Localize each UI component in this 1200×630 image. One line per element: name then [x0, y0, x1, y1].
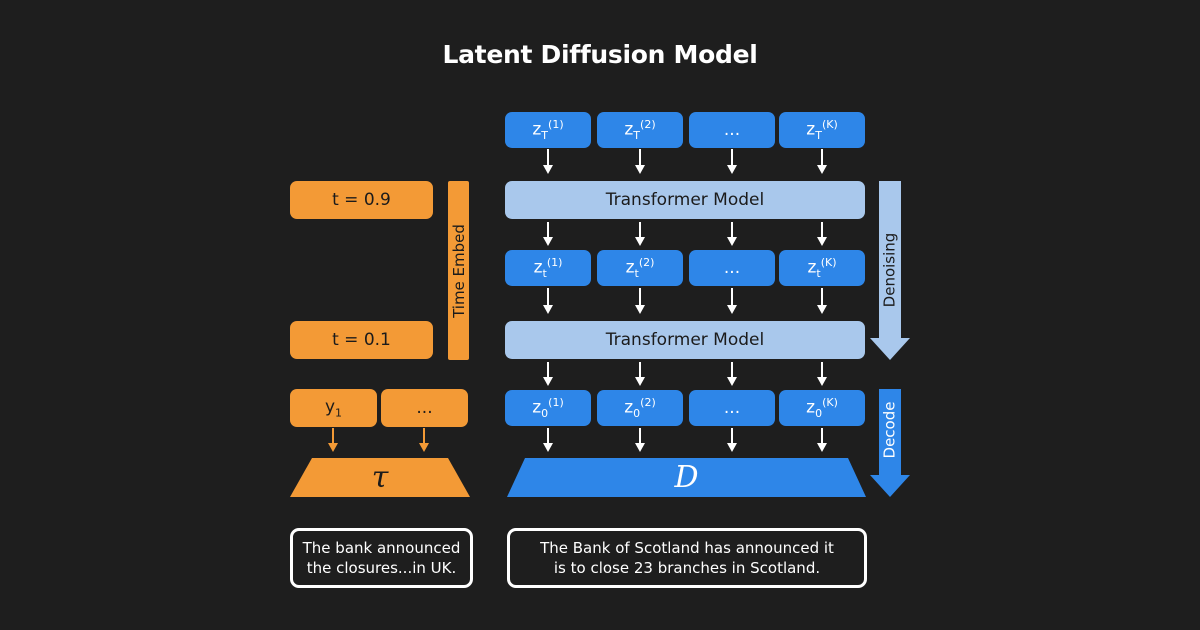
- encoder-trapezoid: [290, 458, 470, 497]
- latent-token-base: ...: [723, 120, 741, 140]
- latent-token-sub: t: [816, 267, 821, 281]
- latent-token-bottom-1: z0(1): [505, 390, 591, 426]
- latent-token-base: z: [806, 119, 816, 140]
- time-step-low: t = 0.1: [290, 321, 433, 359]
- flow-arrow-2-3: [727, 222, 737, 246]
- latent-token-sup: (2): [638, 255, 655, 269]
- time-step-low-label: t = 0.1: [332, 330, 391, 350]
- latent-token-sup: (K): [822, 395, 838, 409]
- flow-arrow-5-3: [727, 428, 737, 452]
- latent-token-sub: 0: [541, 407, 549, 421]
- latent-token-sup: (K): [820, 255, 837, 269]
- latent-token-base: ...: [723, 398, 741, 418]
- time-embed-bar: Time Embed: [448, 181, 469, 360]
- flow-arrow-3-3: [727, 288, 737, 314]
- denoising-label: Denoising: [880, 232, 898, 308]
- output-text: The Bank of Scotland has announced it is…: [540, 539, 834, 577]
- flow-arrow-5-4: [817, 428, 827, 452]
- latent-token-base: z: [624, 119, 634, 140]
- latent-token-sup: (1): [546, 255, 563, 269]
- flow-arrow-3-4: [817, 288, 827, 314]
- flow-arrow-5-1: [543, 428, 553, 452]
- transformer-model-lower: Transformer Model: [505, 321, 865, 359]
- decode-label: Decode: [880, 401, 899, 459]
- latent-token-base: z: [533, 257, 543, 278]
- text-token-first-sub: 1: [335, 406, 343, 420]
- latent-token-sup: (1): [548, 395, 564, 409]
- latent-token-base: z: [624, 397, 634, 418]
- latent-token-base: z: [532, 119, 542, 140]
- flow-arrow-2-2: [635, 222, 645, 246]
- latent-token-sup: (2): [640, 395, 656, 409]
- latent-token-sub: T: [815, 129, 822, 143]
- latent-token-top-4: zT(K): [779, 112, 865, 148]
- diagram-title: Latent Diffusion Model: [442, 40, 758, 69]
- flow-arrow-3-1: [543, 288, 553, 314]
- flow-arrow-1-1: [543, 149, 553, 174]
- encoder-symbol: τ: [371, 460, 389, 495]
- time-step-high: t = 0.9: [290, 181, 433, 219]
- token-arrow-2: [419, 428, 429, 452]
- latent-token-base: ...: [723, 258, 741, 278]
- text-token-rest: ...: [381, 389, 468, 427]
- token-arrow-1: [328, 428, 338, 452]
- latent-token-base: z: [807, 257, 817, 278]
- decoder-symbol: D: [674, 460, 699, 495]
- flow-arrow-4-4: [817, 362, 827, 386]
- decode-label-wrap: Decode: [878, 400, 900, 460]
- latent-token-sup: (1): [548, 117, 564, 131]
- latent-token-sub: 0: [633, 407, 641, 421]
- output-text-box: The Bank of Scotland has announced it is…: [507, 528, 867, 588]
- text-token-first-base: y: [324, 396, 336, 417]
- flow-arrow-1-3: [727, 149, 737, 174]
- latent-token-bottom-4: z0(K): [779, 390, 865, 426]
- latent-token-middle-2: zt(2): [597, 250, 683, 286]
- latent-token-top-1: zT(1): [505, 112, 591, 148]
- text-token-rest-label: ...: [416, 398, 433, 418]
- flow-arrow-4-2: [635, 362, 645, 386]
- latent-token-base: z: [532, 397, 542, 418]
- decode-arrow: [870, 389, 910, 497]
- flow-arrow-2-4: [817, 222, 827, 246]
- latent-token-top-3: ...: [689, 112, 775, 148]
- latent-token-middle-4: zt(K): [779, 250, 865, 286]
- transformer-model-upper-label: Transformer Model: [605, 190, 765, 210]
- denoising-label-wrap: Denoising: [878, 230, 900, 310]
- latent-token-sup: (K): [821, 117, 838, 131]
- decoder-trapezoid: [507, 458, 866, 497]
- latent-token-bottom-2: z0(2): [597, 390, 683, 426]
- latent-token-base: z: [806, 397, 816, 418]
- latent-token-sub: T: [633, 129, 641, 143]
- transformer-model-upper: Transformer Model: [505, 181, 865, 219]
- flow-arrow-2-1: [543, 222, 553, 246]
- input-text: The bank announced the closures...in UK.: [302, 539, 461, 577]
- flow-arrow-4-3: [727, 362, 737, 386]
- denoising-arrow: [870, 181, 910, 360]
- latent-token-bottom-3: ...: [689, 390, 775, 426]
- latent-token-top-2: zT(2): [597, 112, 683, 148]
- flow-arrow-1-4: [817, 149, 827, 174]
- input-text-box: The bank announced the closures...in UK.: [290, 528, 473, 588]
- flow-arrow-1-2: [635, 149, 645, 174]
- flow-arrow-3-2: [635, 288, 645, 314]
- latent-token-middle-3: ...: [689, 250, 775, 286]
- latent-token-sub: T: [541, 129, 549, 143]
- transformer-model-lower-label: Transformer Model: [605, 330, 765, 350]
- flow-arrow-4-1: [543, 362, 553, 386]
- latent-token-sup: (2): [640, 117, 656, 131]
- latent-token-sub: t: [634, 267, 639, 281]
- latent-token-sub: 0: [815, 407, 823, 421]
- text-token-first: y1: [290, 389, 377, 427]
- time-step-high-label: t = 0.9: [332, 190, 391, 210]
- latent-token-middle-1: zt(1): [505, 250, 591, 286]
- flow-arrow-5-2: [635, 428, 645, 452]
- latent-token-sub: t: [542, 267, 547, 281]
- latent-token-base: z: [625, 257, 635, 278]
